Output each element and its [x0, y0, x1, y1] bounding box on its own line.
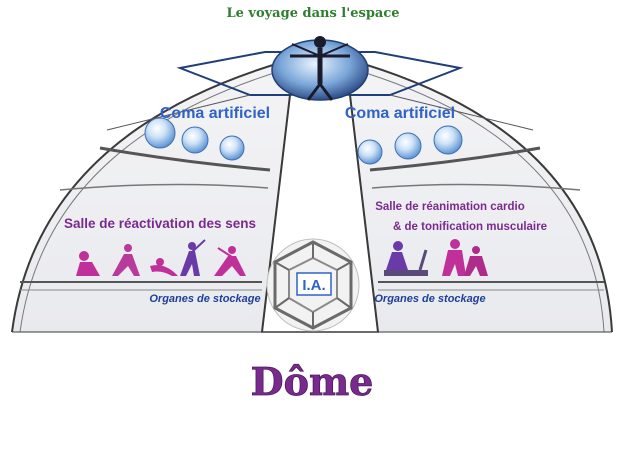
assist-figure-icon: [442, 239, 466, 276]
yoga-figure-icon: [214, 246, 246, 276]
stretch-figure-icon: [76, 251, 100, 276]
left-shelf-upper: [99, 146, 271, 172]
dome-cap-rib-left: [106, 94, 251, 131]
coma-pod-icon: [181, 126, 209, 154]
exercise-figures-left: [76, 239, 246, 276]
space-voyage-title: Le voyage dans l'espace: [226, 6, 399, 21]
dance-figure-icon: [180, 239, 206, 276]
coma-pod-icon: [433, 125, 463, 155]
coma-left-label: Coma artificiel: [160, 105, 270, 122]
dome-cap-rib-right: [389, 94, 534, 131]
pose-figure-icon: [112, 244, 140, 276]
right-panel-edge: [349, 94, 379, 333]
dome-title: Dôme: [251, 359, 374, 404]
coma-right-label: Coma artificiel: [345, 105, 455, 122]
treadmill-icon: [384, 241, 428, 276]
sense-room-label: Salle de réactivation des sens: [64, 216, 256, 231]
right-shelf-upper: [369, 146, 541, 172]
coma-pod-icon: [357, 139, 383, 165]
stretch-pair-figure-icon: [464, 246, 488, 276]
bend-figure-icon: [150, 258, 178, 276]
coma-pod-icon: [144, 117, 176, 149]
coma-pods-left: [144, 117, 245, 161]
coma-pod-icon: [219, 135, 245, 161]
left-panel-edge: [261, 94, 291, 333]
cardio-room-label-line2: & de tonification musculaire: [393, 221, 547, 233]
left-shelf-mid: [59, 183, 269, 191]
coma-pods-right: [357, 125, 463, 165]
storage-label-right: Organes de stockage: [374, 293, 485, 305]
globe-vitruvian-icon: [271, 36, 369, 101]
cardio-room-label-line1: Salle de réanimation cardio: [375, 201, 525, 213]
ai-label: I.A.: [302, 277, 325, 294]
coma-pod-icon: [394, 132, 422, 160]
right-shelf-mid: [371, 183, 581, 191]
ai-label-box: [296, 272, 332, 296]
storage-label-left: Organes de stockage: [149, 293, 260, 305]
exercise-figures-right: [384, 239, 488, 276]
